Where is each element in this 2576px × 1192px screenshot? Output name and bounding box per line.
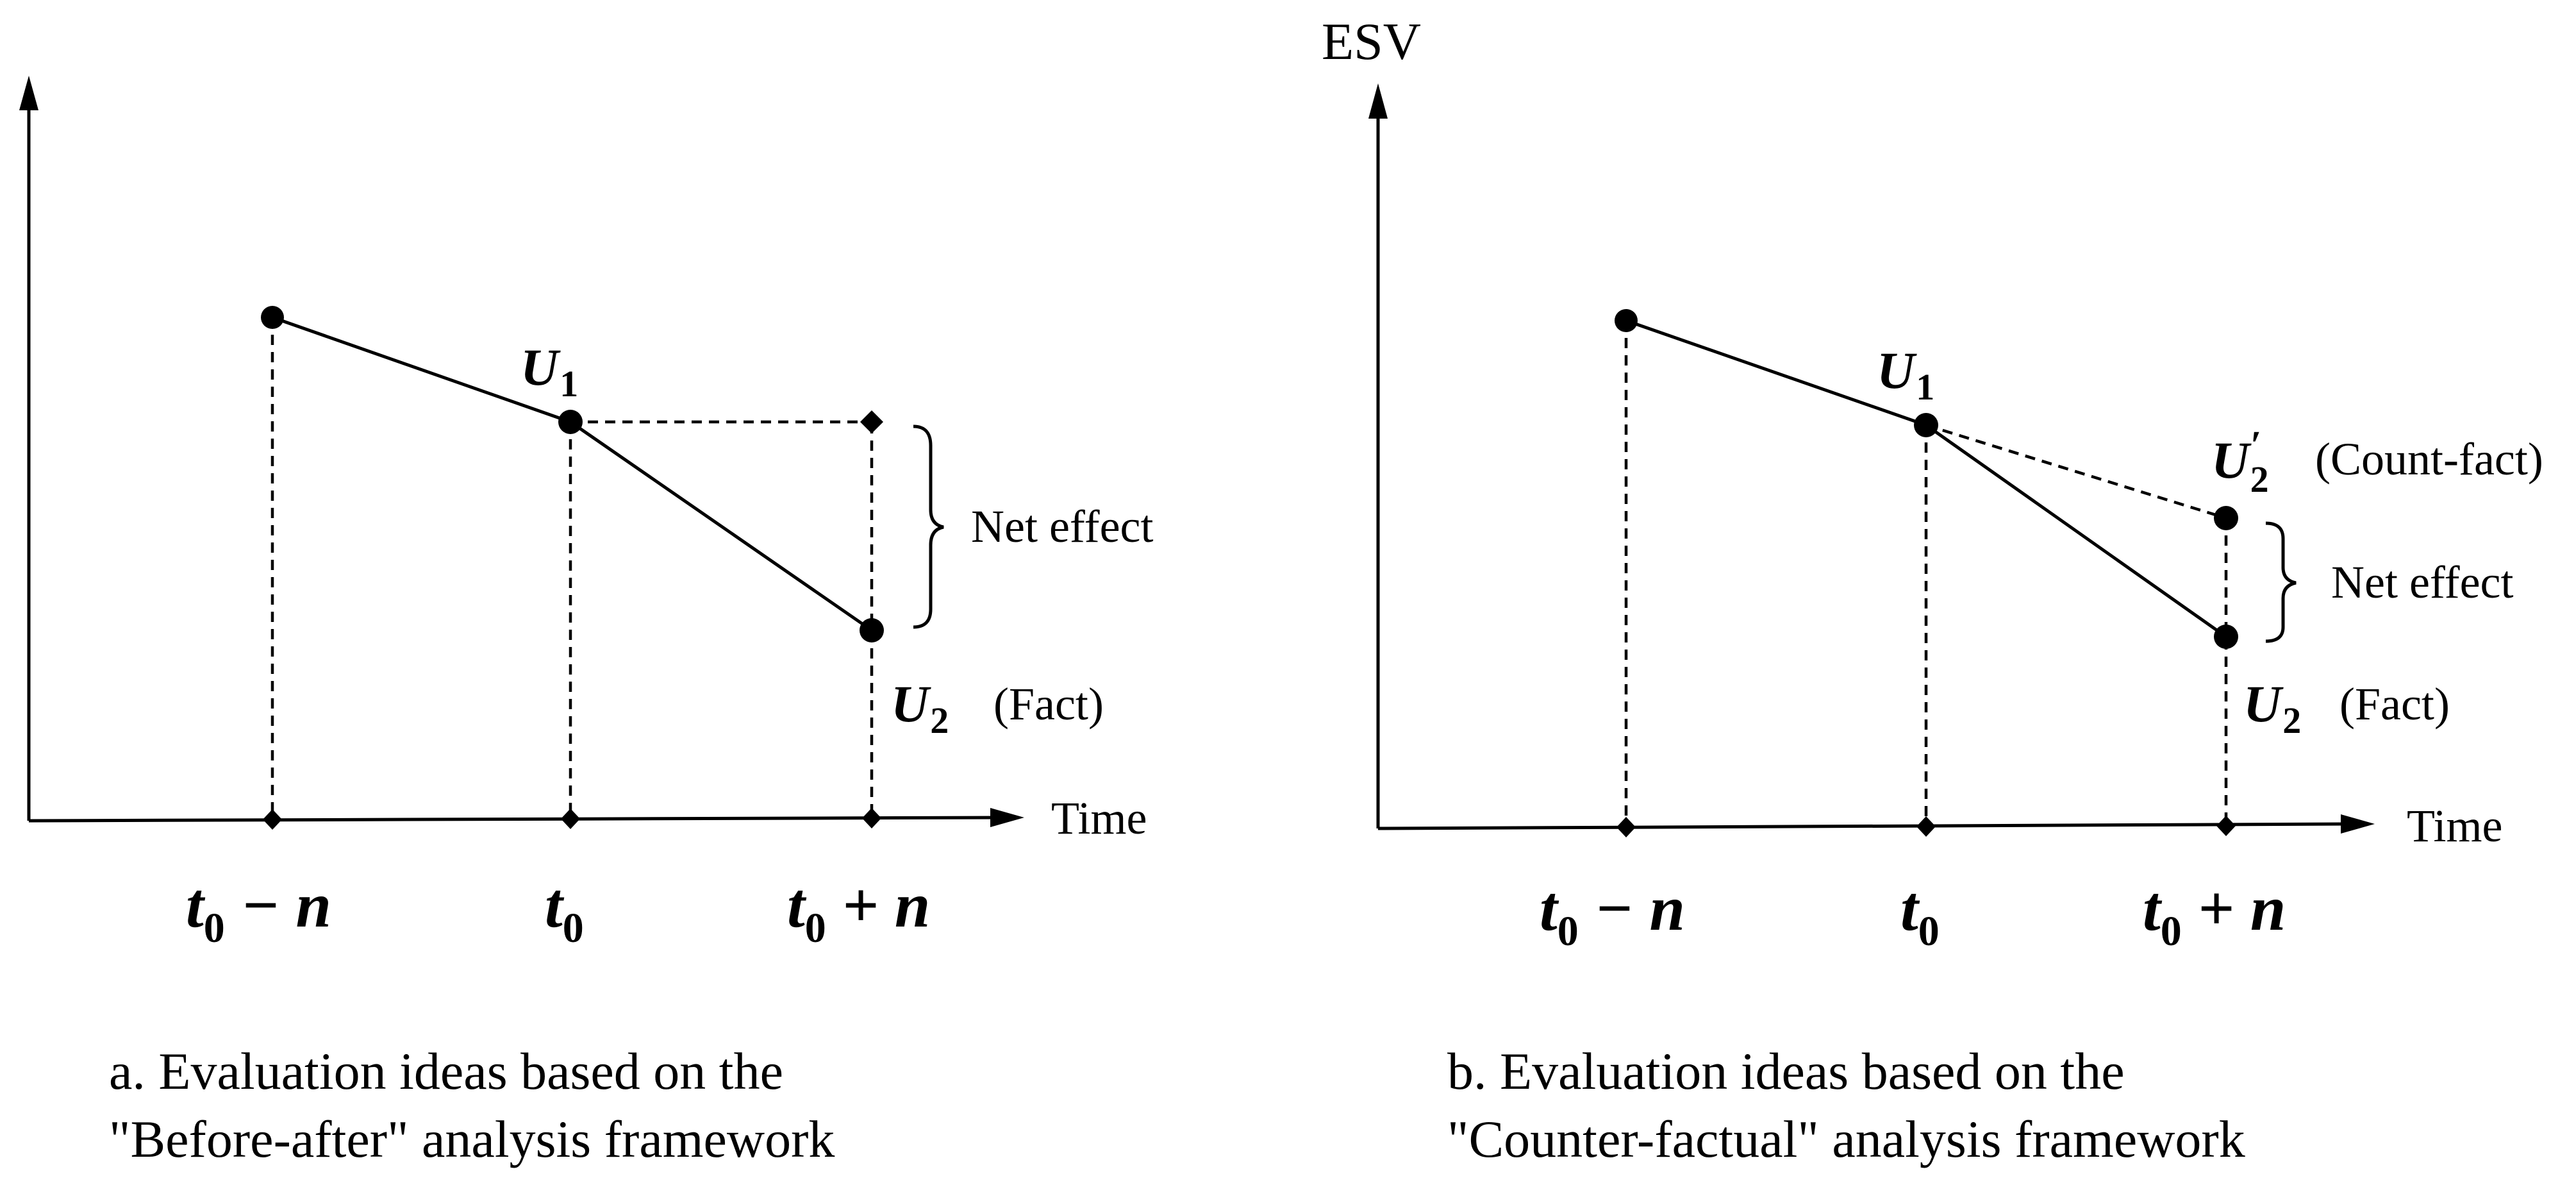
panel-a-x-axis-arrowhead <box>990 808 1024 827</box>
panel-b-net-effect-label: Net effect <box>2331 557 2513 608</box>
panel-a-tick-label-mid: t0 <box>545 869 584 952</box>
panel-b-x-axis-label: Time <box>2407 800 2502 852</box>
panel-a-caption-line-2: "Before-after" analysis framework <box>109 1110 835 1168</box>
panel-a-tick-mid <box>561 809 580 829</box>
panel-b-tick-label-mid: t0 <box>1900 873 1940 955</box>
panel-a-point-u1 <box>558 410 583 434</box>
panel-a-y-axis-arrowhead <box>19 76 38 110</box>
panel-a-net-effect-brace <box>913 424 944 629</box>
panel-b-counterfactual-line <box>1925 423 2227 520</box>
panel-b-net-effect-brace <box>2265 521 2297 643</box>
panel-b-x-axis-arrowhead <box>2341 814 2375 834</box>
panel-b-tick-label-right: t0 + n <box>2143 873 2286 955</box>
panel-b-point-u2-prime <box>2214 506 2238 530</box>
panel-a-x-axis <box>28 816 1001 823</box>
panel-a-tick-label-left: t0 − n <box>186 869 331 952</box>
panel-b-y-axis-arrowhead <box>1368 83 1388 119</box>
panel-b-tick-mid <box>1916 816 1936 837</box>
panel-b-count-fact-label: (Count-fact) <box>2315 433 2543 485</box>
panel-a-tick-left <box>263 809 282 830</box>
panel-b-caption-line-2: "Counter-factual" analysis framework <box>1447 1110 2245 1168</box>
panel-a-tick-right <box>862 808 881 828</box>
panel-a-caption-line-1: a. Evaluation ideas based on the <box>109 1042 783 1100</box>
panel-b-x-axis <box>1377 822 2350 830</box>
panel-a-point-u2 <box>860 618 884 642</box>
panel-a-diagram: Time U1 U2 (Fact) Net effect t0 − n t0 t… <box>19 76 1153 952</box>
panel-b-tick-left <box>1616 817 1636 837</box>
panel-b-u2-prime-label: U′2 <box>2211 424 2269 500</box>
panel-b-point-u1 <box>1914 413 1938 437</box>
panel-b-tick-right <box>2216 816 2236 836</box>
panel-b-tick-label-left: t0 − n <box>1540 873 1685 955</box>
panel-a-fact-label: (Fact) <box>993 678 1104 730</box>
panel-a-x-axis-label: Time <box>1051 793 1147 844</box>
panel-a-u2-label: U2 <box>891 675 949 741</box>
panel-b-fact-label: (Fact) <box>2339 678 2450 730</box>
panel-b-caption-line-1: b. Evaluation ideas based on the <box>1447 1042 2125 1100</box>
panel-a-u1-label: U1 <box>520 338 578 405</box>
panel-b-diagram: ESV Time U1 U′2 (Count-fact) U2 (Fact) <box>1322 12 2543 955</box>
panel-a-net-effect-label: Net effect <box>971 501 1153 552</box>
panel-b-point-start <box>1615 309 1638 332</box>
panel-a-tick-label-right: t0 + n <box>787 869 930 952</box>
panel-a-point-start <box>261 306 284 329</box>
panel-b-u2-label: U2 <box>2243 675 2301 741</box>
panel-b-u1-label: U1 <box>1877 341 1934 408</box>
panel-b-caption: b. Evaluation ideas based on the "Counte… <box>1447 1037 2245 1173</box>
panel-b-point-u2 <box>2214 625 2238 649</box>
panel-b-y-axis-label: ESV <box>1322 12 1421 71</box>
panel-a-reference-point-diamond <box>860 410 883 433</box>
panel-a-caption: a. Evaluation ideas based on the "Before… <box>109 1037 835 1173</box>
